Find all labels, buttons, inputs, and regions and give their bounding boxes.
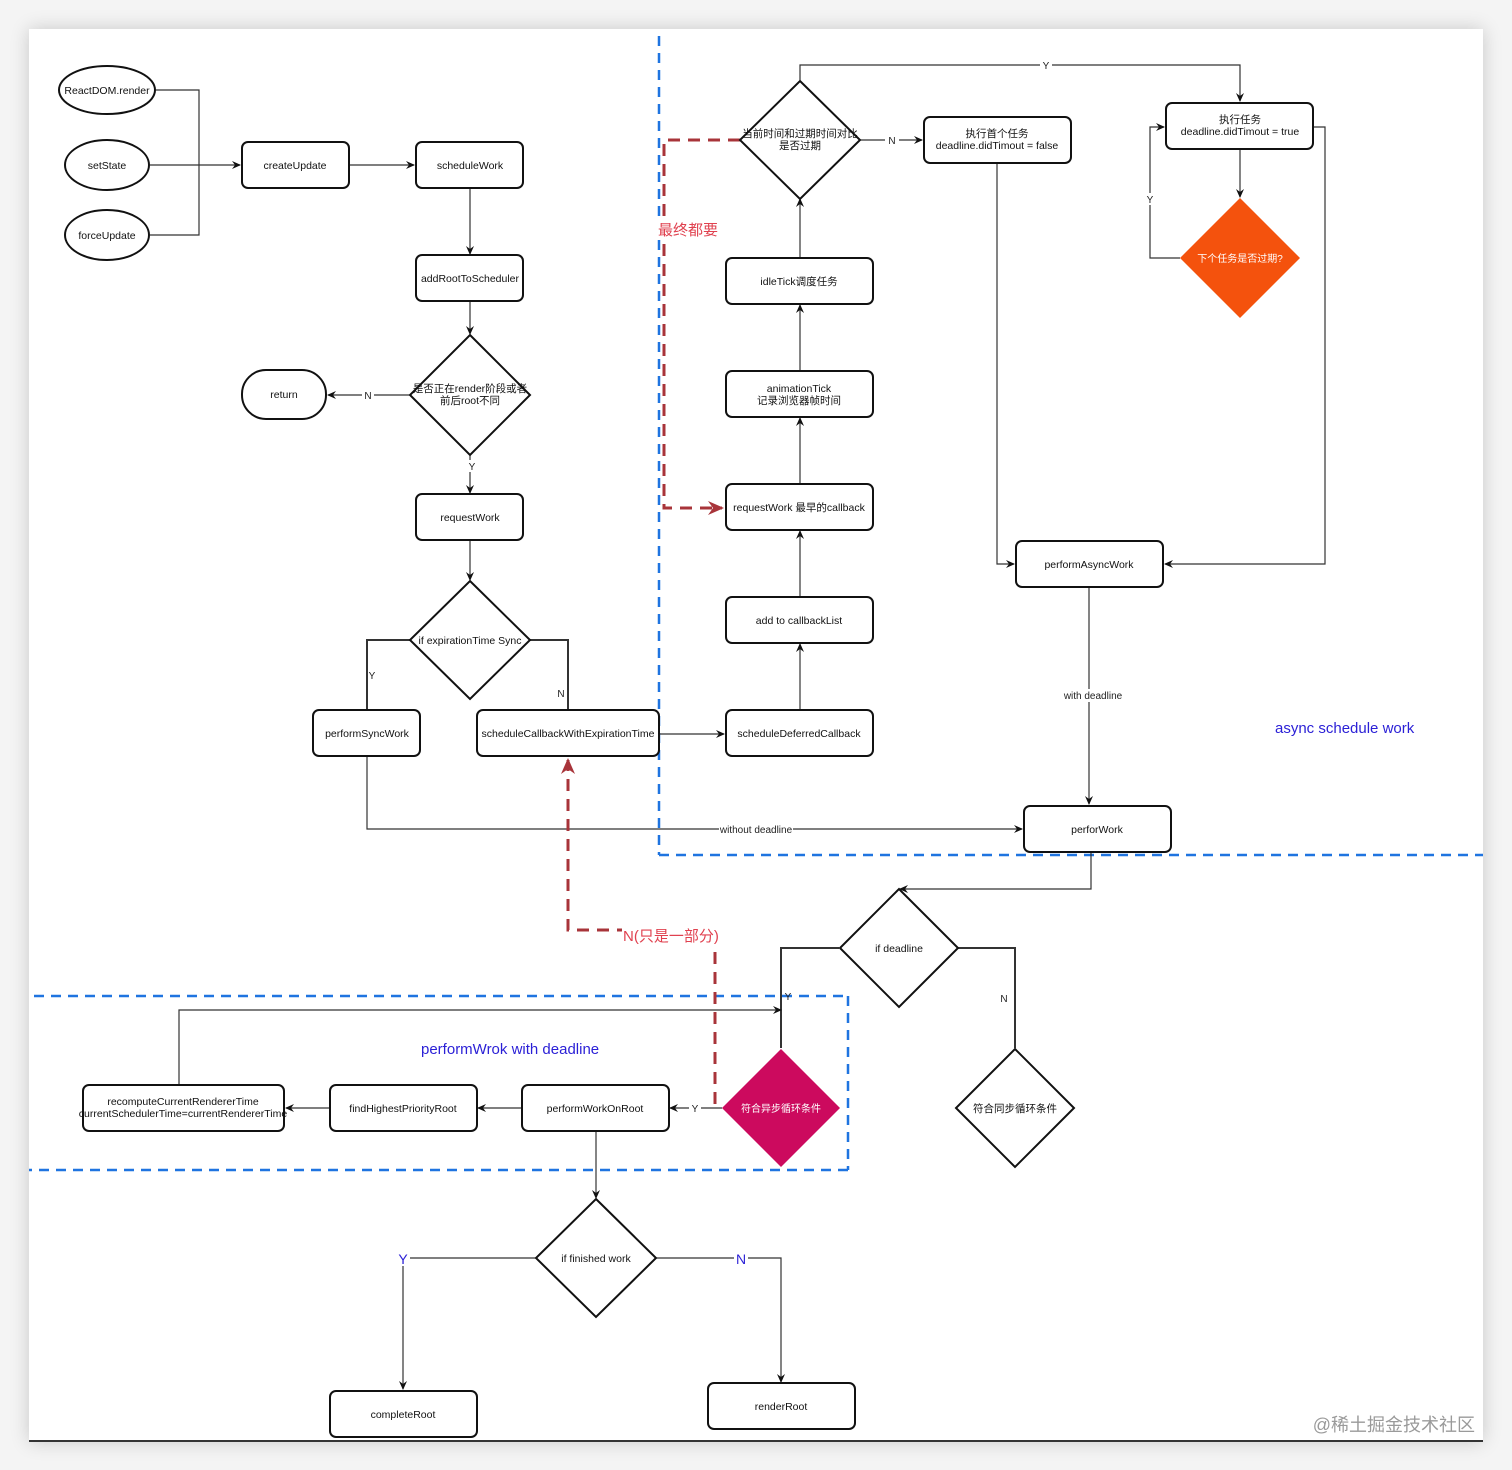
- decision-sync-loop-condition[interactable]: 符合同步循环条件: [954, 1047, 1076, 1169]
- node-perform-async-work[interactable]: performAsyncWork: [1015, 540, 1164, 588]
- svg-text:recomputeCurrentRendererTime: recomputeCurrentRendererTime: [107, 1096, 258, 1108]
- svg-text:scheduleCallbackWithExpiration: scheduleCallbackWithExpirationTime: [482, 728, 655, 740]
- svg-text:perforWork: perforWork: [1071, 824, 1123, 836]
- svg-text:performSyncWork: performSyncWork: [325, 728, 410, 740]
- watermark: @稀土掘金技术社区: [1313, 1415, 1475, 1435]
- node-set-state[interactable]: setState: [64, 139, 150, 191]
- svg-text:执行任务: 执行任务: [1219, 113, 1261, 126]
- node-perform-work-on-root[interactable]: performWorkOnRoot: [521, 1084, 670, 1132]
- svg-text:scheduleDeferredCallback: scheduleDeferredCallback: [737, 728, 861, 740]
- svg-text:findHighestPriorityRoot: findHighestPriorityRoot: [349, 1103, 456, 1115]
- svg-text:符合同步循环条件: 符合同步循环条件: [973, 1102, 1057, 1115]
- label-with-deadline: with deadline: [1063, 691, 1123, 702]
- svg-text:if finished work: if finished work: [561, 1253, 631, 1265]
- svg-text:performAsyncWork: performAsyncWork: [1044, 559, 1134, 571]
- svg-text:currentSchedulerTime=currentRe: currentSchedulerTime=currentRendererTime: [79, 1108, 288, 1120]
- svg-text:return: return: [270, 389, 298, 401]
- node-schedule-deferred-callback[interactable]: scheduleDeferredCallback: [725, 709, 874, 757]
- annotation-eventually-all: 最终都要: [658, 222, 718, 239]
- label-y-sync: Y: [369, 671, 376, 682]
- node-perfor-work[interactable]: perforWork: [1023, 805, 1172, 853]
- node-request-work-earliest-callback[interactable]: requestWork 最早的callback: [725, 483, 874, 531]
- decision-next-task-expired[interactable]: 下个任务是否过期?: [1180, 198, 1300, 318]
- label-y-next-task: Y: [1147, 195, 1154, 206]
- decision-is-rendering[interactable]: 是否正在render阶段或者 前后root不同: [408, 333, 532, 457]
- diagram-canvas: ReactDOM.render setState forceUpdate cre…: [29, 29, 1483, 1442]
- region-label-async-schedule-work: async schedule work: [1275, 720, 1415, 737]
- annotations: 最终都要 N(只是一部分) async schedule work perfor…: [421, 220, 1415, 1058]
- annotation-n-partial: N(只是一部分): [623, 928, 719, 945]
- svg-text:前后root不同: 前后root不同: [440, 394, 500, 407]
- node-return[interactable]: return: [241, 369, 327, 420]
- decision-if-deadline[interactable]: if deadline: [838, 887, 960, 1009]
- svg-text:当前时间和过期时间对比: 当前时间和过期时间对比: [742, 127, 858, 140]
- node-find-highest-priority-root[interactable]: findHighestPriorityRoot: [329, 1084, 478, 1132]
- label-n-async: N: [557, 689, 564, 700]
- svg-text:idleTick调度任务: idleTick调度任务: [760, 275, 838, 288]
- deadline-region-border: [29, 994, 850, 1172]
- svg-text:记录浏览器帧时间: 记录浏览器帧时间: [757, 394, 841, 407]
- label-y-deadline: Y: [785, 992, 792, 1003]
- svg-text:符合异步循环条件: 符合异步循环条件: [741, 1102, 821, 1115]
- svg-text:requestWork 最早的callback: requestWork 最早的callback: [733, 501, 865, 514]
- svg-text:是否过期: 是否过期: [779, 139, 821, 152]
- region-label-perform-work-with-deadline: performWrok with deadline: [421, 1041, 599, 1058]
- decision-async-loop-condition[interactable]: 符合异步循环条件: [722, 1049, 840, 1167]
- node-reactdom-render[interactable]: ReactDOM.render: [58, 65, 156, 115]
- svg-text:animationTick: animationTick: [767, 383, 832, 395]
- node-force-update[interactable]: forceUpdate: [64, 209, 150, 261]
- node-render-root[interactable]: renderRoot: [707, 1382, 856, 1430]
- node-perform-sync-work[interactable]: performSyncWork: [312, 709, 421, 757]
- decision-compare-time[interactable]: 当前时间和过期时间对比 是否过期: [738, 79, 862, 201]
- node-create-update[interactable]: createUpdate: [241, 141, 350, 189]
- svg-text:completeRoot: completeRoot: [371, 1409, 436, 1421]
- node-add-to-callback-list[interactable]: add to callbackList: [725, 596, 874, 644]
- node-schedule-callback-with-expiration[interactable]: scheduleCallbackWithExpirationTime: [476, 709, 660, 757]
- label-n-finished: N: [736, 1251, 746, 1267]
- node-exec-task[interactable]: 执行任务 deadline.didTimout = true: [1165, 102, 1314, 150]
- node-recompute-current-renderer-time[interactable]: recomputeCurrentRendererTime currentSche…: [79, 1084, 288, 1132]
- label-y-perform-root: Y: [692, 1104, 699, 1115]
- label-y-finished: Y: [398, 1251, 408, 1267]
- svg-text:addRootToScheduler: addRootToScheduler: [421, 273, 520, 285]
- svg-text:if deadline: if deadline: [875, 943, 923, 955]
- node-exec-first-task[interactable]: 执行首个任务 deadline.didTimout = false: [923, 116, 1072, 164]
- svg-text:requestWork: requestWork: [440, 512, 500, 524]
- node-add-root-to-scheduler[interactable]: addRootToScheduler: [415, 254, 524, 302]
- node-animation-tick[interactable]: animationTick 记录浏览器帧时间: [725, 370, 874, 418]
- label-n-first-task: N: [888, 136, 895, 147]
- connectors: [150, 64, 1326, 1390]
- svg-text:add to callbackList: add to callbackList: [756, 615, 842, 627]
- svg-text:createUpdate: createUpdate: [263, 160, 326, 172]
- flowchart: ReactDOM.render setState forceUpdate cre…: [29, 36, 1483, 1438]
- svg-text:forceUpdate: forceUpdate: [78, 230, 135, 242]
- label-y-request: Y: [469, 462, 476, 473]
- svg-text:执行首个任务: 执行首个任务: [966, 127, 1029, 140]
- decision-if-expiration-sync[interactable]: if expirationTime Sync: [408, 579, 532, 701]
- red-annotation-lines: [561, 138, 740, 1104]
- svg-text:deadline.didTimout = false: deadline.didTimout = false: [936, 140, 1059, 152]
- label-without-deadline: without deadline: [719, 825, 793, 836]
- node-request-work[interactable]: requestWork: [415, 493, 524, 541]
- node-idle-tick[interactable]: idleTick调度任务: [725, 257, 874, 305]
- svg-text:scheduleWork: scheduleWork: [437, 160, 504, 172]
- edge-labels: N Y Y N N Y Y with deadline without dead…: [362, 59, 1157, 1267]
- svg-text:performWorkOnRoot: performWorkOnRoot: [547, 1103, 644, 1115]
- label-n-return: N: [364, 391, 371, 402]
- node-complete-root[interactable]: completeRoot: [329, 1390, 478, 1438]
- node-schedule-work[interactable]: scheduleWork: [415, 141, 524, 189]
- svg-text:setState: setState: [88, 160, 127, 172]
- label-n-deadline: N: [1000, 994, 1007, 1005]
- svg-text:下个任务是否过期?: 下个任务是否过期?: [1197, 252, 1283, 265]
- decision-if-finished-work[interactable]: if finished work: [534, 1197, 658, 1319]
- svg-text:if expirationTime Sync: if expirationTime Sync: [419, 635, 522, 647]
- svg-text:deadline.didTimout = true: deadline.didTimout = true: [1181, 126, 1300, 138]
- svg-text:是否正在render阶段或者: 是否正在render阶段或者: [413, 382, 527, 395]
- svg-text:renderRoot: renderRoot: [755, 1401, 808, 1413]
- svg-text:ReactDOM.render: ReactDOM.render: [64, 85, 150, 97]
- label-y-exec-task: Y: [1043, 61, 1050, 72]
